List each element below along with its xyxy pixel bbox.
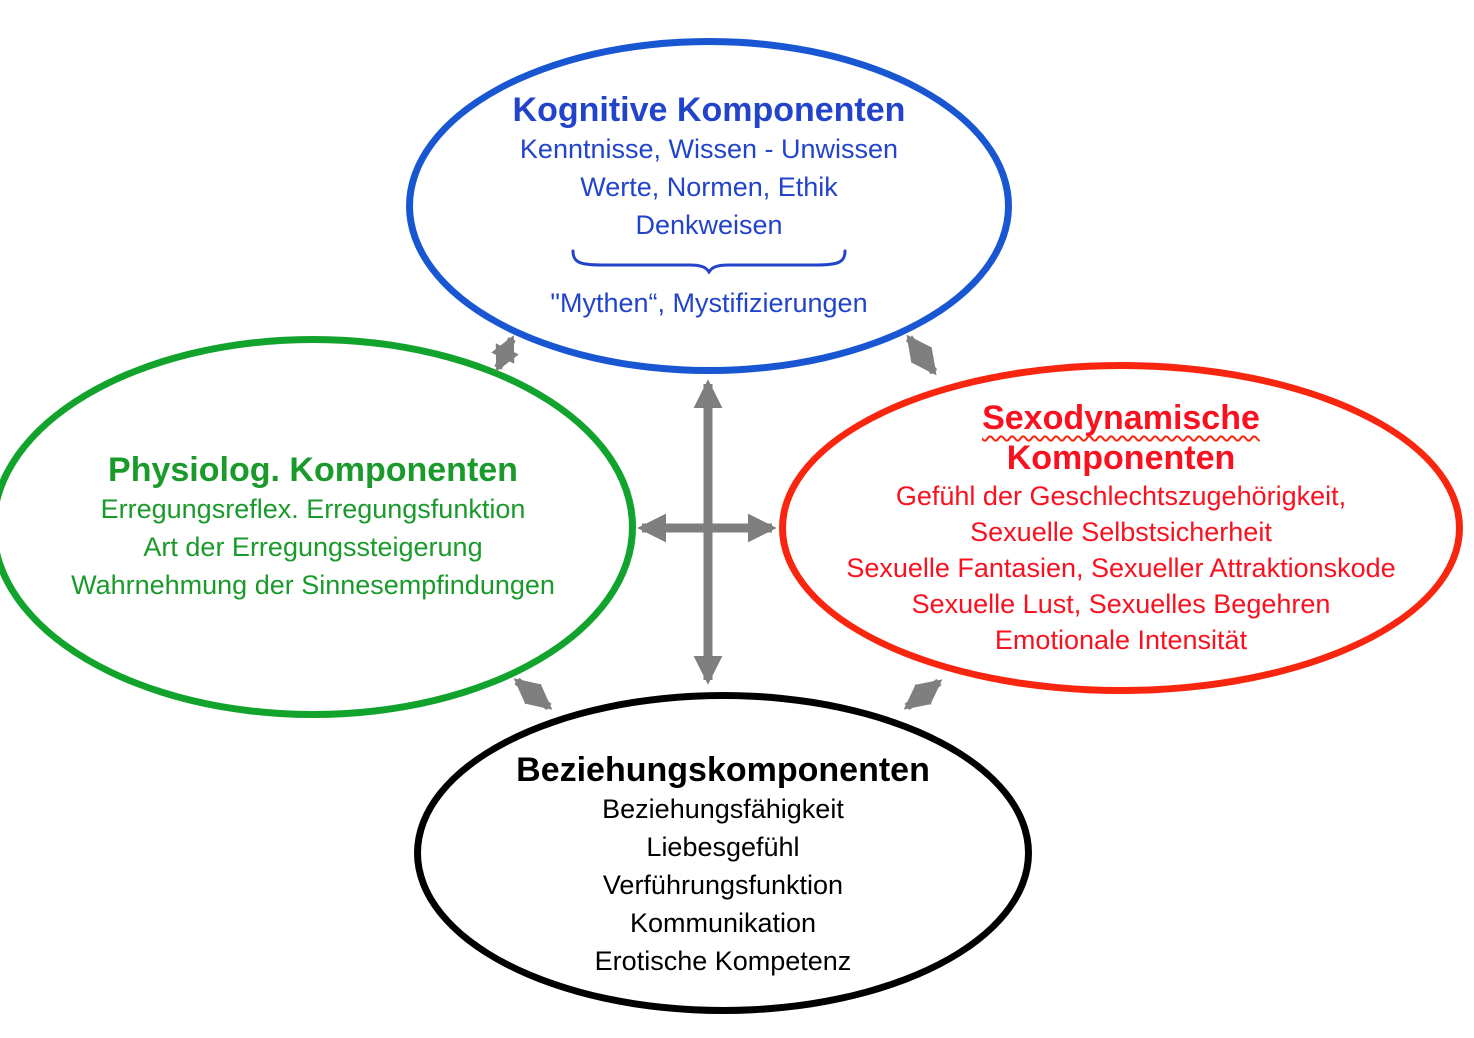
node-sexodynamische-line: Sexuelle Selbstsicherheit: [970, 517, 1272, 547]
node-sexodynamische-content: Sexodynamische Komponenten Gefühl der Ge…: [786, 398, 1456, 658]
node-beziehung-line: Verführungsfunktion: [602, 870, 844, 900]
node-beziehung-line: Kommunikation: [629, 908, 817, 938]
node-beziehungskomponenten: Beziehungskomponenten Beziehungsfähigkei…: [414, 692, 1032, 1014]
node-kognitive-line: Denkweisen: [635, 210, 783, 240]
node-physiolog-line: Art der Erregungssteigerung: [143, 532, 483, 562]
node-beziehung-line: Beziehungsfähigkeit: [602, 794, 844, 824]
node-kognitive-brace-note: "Mythen“, Mystifizierungen: [550, 288, 868, 318]
node-physiolog-title: Physiolog. Komponenten: [108, 451, 518, 489]
arrow-physiolog-kognitive: [491, 335, 519, 372]
node-kognitive-content: Kognitive Komponenten Kenntnisse, Wissen…: [413, 90, 1005, 322]
arrow-sexodynamische-beziehung: [903, 678, 943, 711]
node-physiolog-line: Erregungsreflex. Erregungsfunktion: [100, 494, 526, 524]
node-sexodynamische-title-line1: Sexodynamische: [982, 399, 1260, 437]
arrow-kognitive-sexodynamische: [905, 334, 938, 376]
node-sexodynamische-line: Emotionale Intensität: [994, 625, 1248, 655]
node-beziehung-title: Beziehungskomponenten: [516, 751, 930, 789]
node-sexodynamische-title-line2: Komponenten: [1006, 439, 1236, 477]
node-kognitive-komponenten: Kognitive Komponenten Kenntnisse, Wissen…: [406, 38, 1012, 374]
node-beziehung-content: Beziehungskomponenten Beziehungsfähigkei…: [421, 750, 1025, 980]
node-kognitive-title: Kognitive Komponenten: [512, 91, 906, 129]
node-sexodynamische-line: Sexuelle Fantasien, Sexueller Attraktion…: [846, 553, 1396, 583]
node-sexodynamische-line: Gefühl der Geschlechtszugehörigkeit,: [895, 481, 1347, 511]
node-beziehung-line: Liebesgefühl: [646, 832, 800, 862]
node-kognitive-line: Werte, Normen, Ethik: [580, 172, 838, 202]
node-physiolog-content: Physiolog. Komponenten Erregungsreflex. …: [0, 450, 629, 604]
node-sexodynamische-komponenten: Sexodynamische Komponenten Gefühl der Ge…: [779, 362, 1463, 694]
node-kognitive-line: Kenntnisse, Wissen - Unwissen: [519, 134, 899, 164]
node-physiolog-line: Wahrnehmung der Sinnesempfindungen: [71, 570, 555, 600]
node-sexodynamische-line: Sexuelle Lust, Sexuelles Begehren: [911, 589, 1331, 619]
arrow-physiolog-beziehung: [513, 677, 553, 711]
underbrace-icon: [413, 248, 1005, 274]
node-beziehung-line: Erotische Kompetenz: [594, 946, 852, 976]
node-physiolog-komponenten: Physiolog. Komponenten Erregungsreflex. …: [0, 336, 636, 718]
